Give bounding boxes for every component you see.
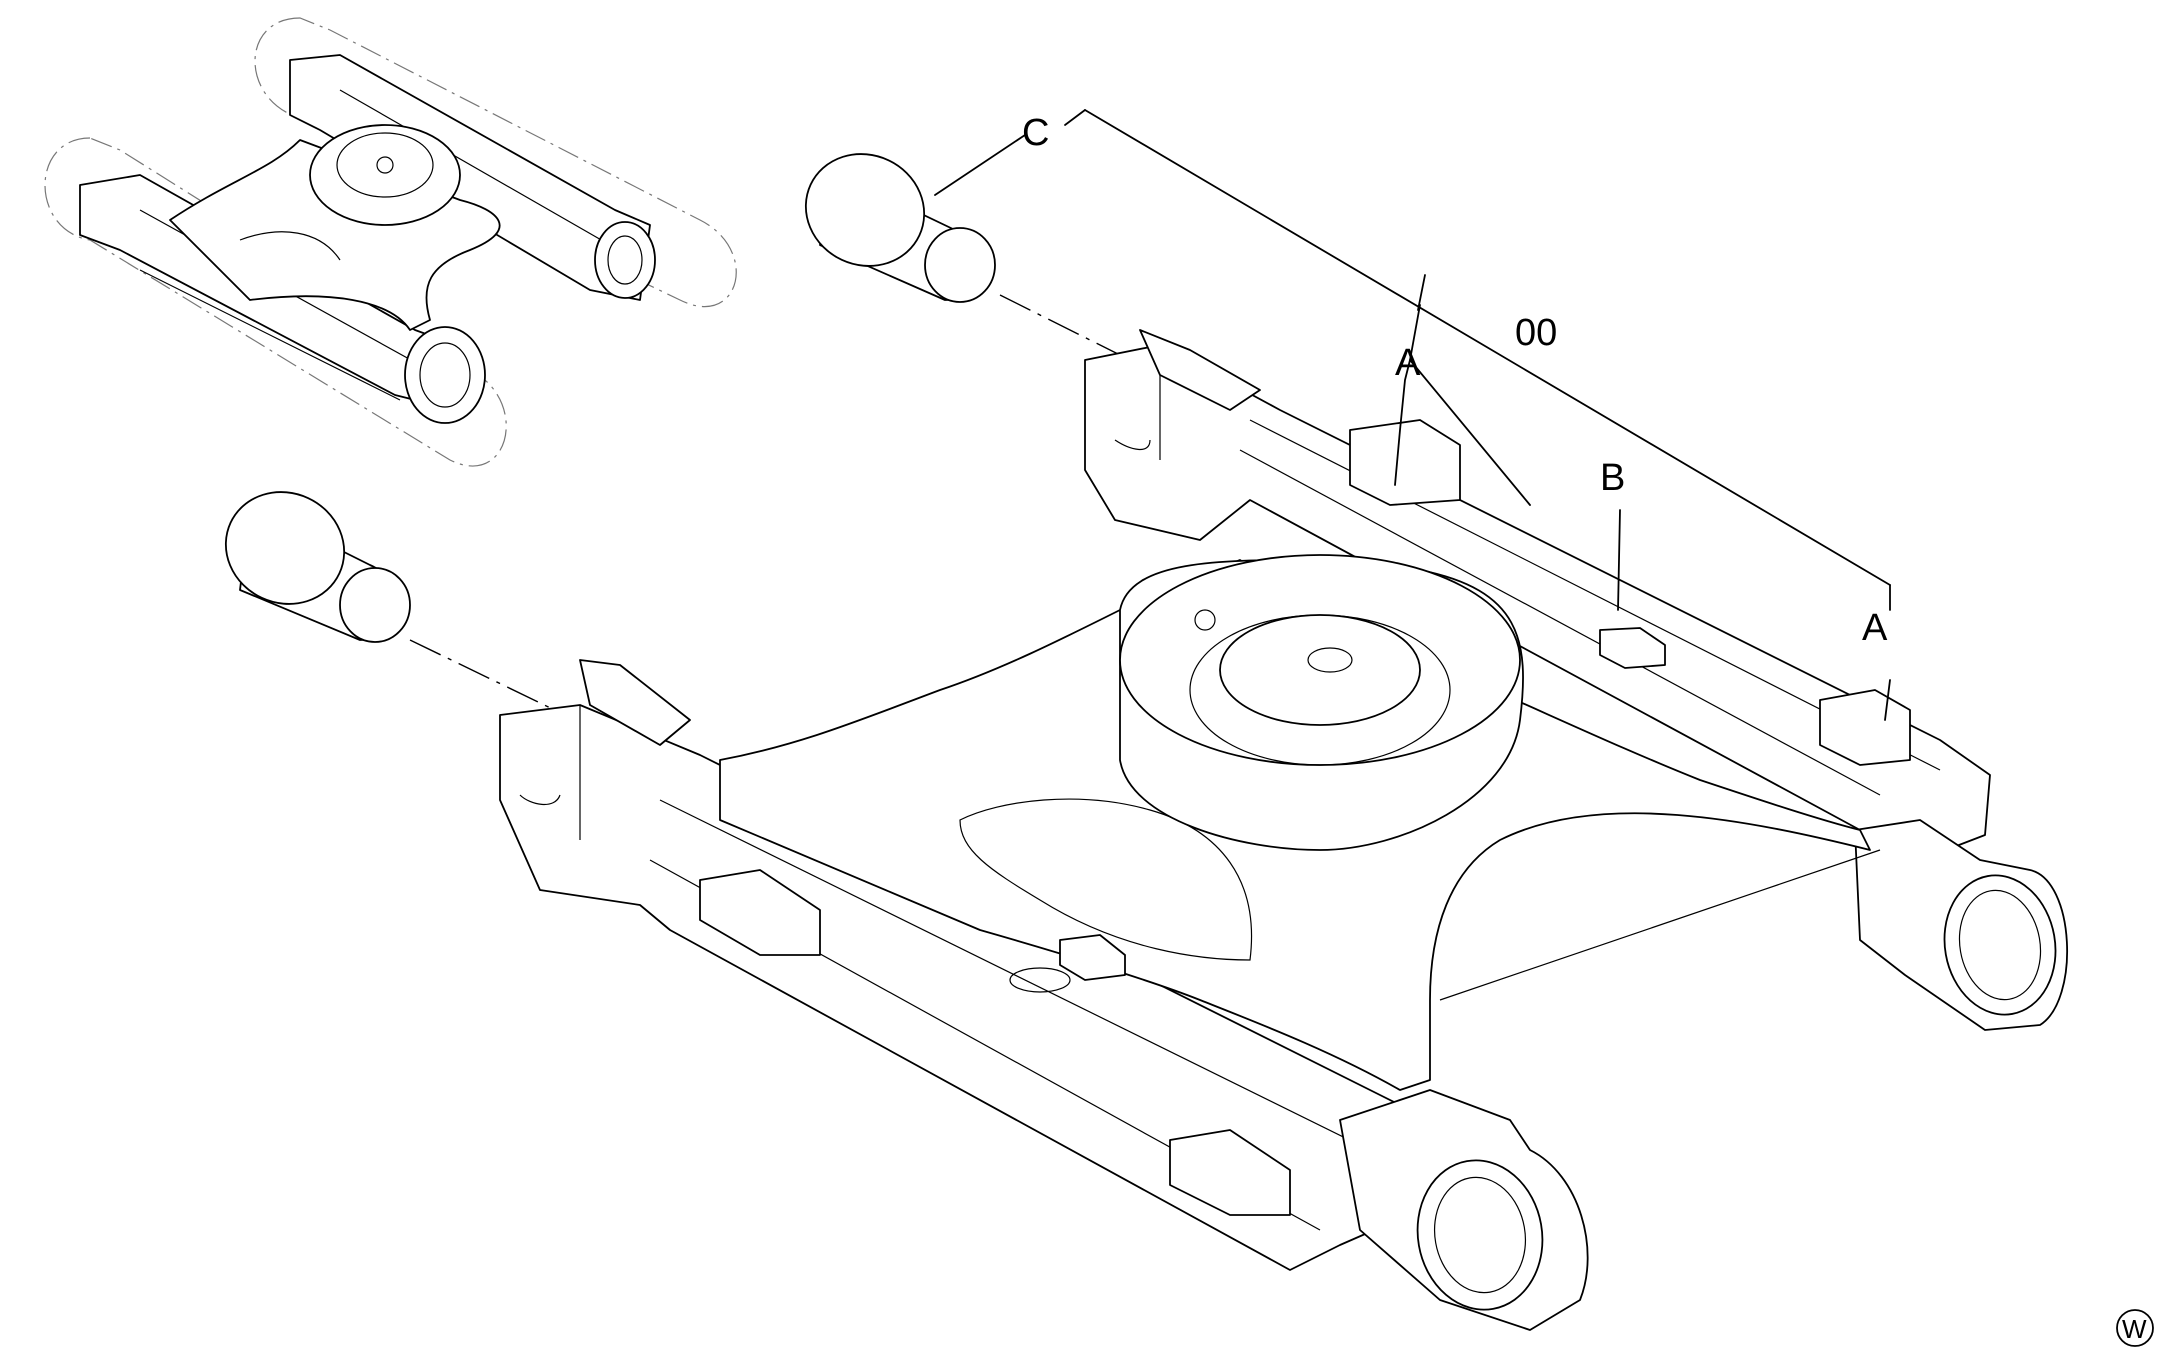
pin-upper xyxy=(804,153,996,303)
callout-a-right: A xyxy=(1862,607,1888,649)
overview-inset xyxy=(44,17,737,467)
pin-lower xyxy=(224,491,411,643)
watermark-letter: W xyxy=(2122,1314,2147,1344)
callout-c: C xyxy=(1022,112,1049,154)
watermark: W xyxy=(2116,1309,2154,1347)
callout-leaders xyxy=(934,109,1891,721)
track-frame xyxy=(499,329,2069,1331)
callout-a-left: A xyxy=(1395,342,1421,384)
callout-part-00: 00 xyxy=(1515,312,1557,354)
callout-b: B xyxy=(1600,457,1625,499)
